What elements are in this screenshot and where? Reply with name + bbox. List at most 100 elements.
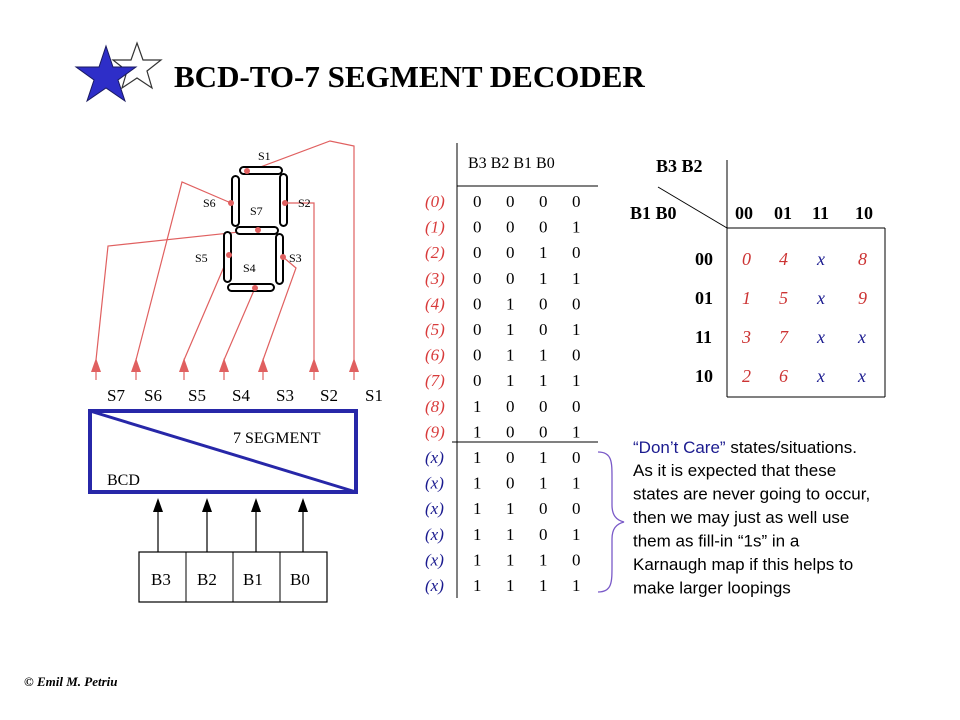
input-label: B3: [151, 570, 171, 589]
kmap-cell: 0: [742, 249, 751, 269]
kmap-cell: 2: [742, 366, 751, 386]
input-label: B2: [197, 570, 217, 589]
segment-label-s7: S7: [250, 204, 263, 218]
truth-table-bit: 0: [506, 397, 515, 416]
truth-table-bit: 0: [572, 397, 581, 416]
truth-table-header: B3 B2 B1 B0: [468, 155, 555, 172]
note-line: them as fill-in “1s” in a: [633, 532, 800, 551]
segment-label-s3: S3: [289, 251, 302, 265]
kmap-cell: x: [816, 249, 825, 269]
kmap-cell: x: [816, 366, 825, 386]
truth-table-bit: 0: [539, 525, 548, 544]
kmap-cell: 9: [858, 288, 867, 308]
input-bits-box: B3 B2 B1 B0: [138, 551, 328, 603]
kmap-column-header: 01: [774, 203, 792, 223]
truth-table-bit: 0: [506, 448, 515, 467]
note-line: As it is expected that these: [633, 461, 836, 480]
truth-table-bit: 1: [539, 346, 548, 365]
truth-table-row-index: (7): [425, 371, 445, 390]
truth-table-bit: 1: [539, 550, 548, 569]
kmap-cell: 7: [779, 327, 789, 347]
input-label: B1: [243, 570, 263, 589]
truth-table-row-index: (x): [425, 448, 444, 467]
kmap-column-header: 11: [812, 203, 829, 223]
kmap-cell: 1: [742, 288, 751, 308]
kmap-cell: 8: [858, 249, 867, 269]
input-arrows: [153, 498, 308, 552]
segment-label-s5: S5: [195, 251, 208, 265]
page-title: BCD-TO-7 SEGMENT DECODER: [174, 59, 645, 94]
truth-table-bit: 1: [506, 525, 515, 544]
truth-table-bit: 0: [539, 218, 548, 237]
truth-table-bit: 1: [473, 525, 482, 544]
seven-segment-display: S1 S2 S3 S4 S5 S6 S7: [95, 140, 355, 361]
truth-table-bit: 1: [506, 499, 515, 518]
segment-wires: [95, 140, 355, 361]
truth-table-bit: 1: [506, 294, 515, 313]
note-line: states are never going to occur,: [633, 485, 870, 504]
truth-table-row-index: (x): [425, 525, 444, 544]
decoder-label-top: 7 SEGMENT: [233, 430, 321, 447]
dont-care-brace: [597, 451, 625, 593]
truth-table-bit: 1: [539, 371, 548, 390]
input-label: B0: [290, 570, 310, 589]
truth-table-bit: 0: [506, 218, 515, 237]
truth-table-bit: 1: [572, 218, 581, 237]
truth-table-bit: 0: [473, 218, 482, 237]
output-label: S6: [144, 386, 162, 405]
truth-table-bit: 1: [572, 576, 581, 595]
truth-table-bit: 1: [572, 422, 581, 441]
kmap-cell: 4: [779, 249, 788, 269]
truth-table-bit: 1: [473, 550, 482, 569]
truth-table-bit: 1: [473, 422, 482, 441]
segment-label-s4: S4: [243, 261, 256, 275]
note-line: make larger loopings: [633, 579, 791, 598]
truth-table-row-index: (9): [425, 422, 445, 441]
truth-table-bit: 1: [506, 320, 515, 339]
truth-table-row-index: (x): [425, 474, 444, 493]
truth-table-bit: 0: [539, 499, 548, 518]
output-label: S1: [365, 386, 383, 405]
truth-table-bit: 1: [473, 576, 482, 595]
kmap-cell: 3: [741, 327, 751, 347]
author-credit: © Emil M. Petriu: [24, 674, 118, 689]
kmap-cell: x: [816, 327, 825, 347]
truth-table-bit: 0: [506, 192, 515, 211]
truth-table-bit: 1: [473, 499, 482, 518]
truth-table-bit: 1: [572, 269, 581, 288]
truth-table-bit: 0: [572, 243, 581, 262]
segment-label-s2: S2: [298, 196, 311, 210]
note-first-line: “Don’t Care” states/situations.: [633, 438, 857, 457]
truth-table-bit: 1: [473, 397, 482, 416]
truth-table-bit: 1: [539, 269, 548, 288]
note-first-rest: states/situations.: [726, 438, 857, 457]
truth-table-row-index: (8): [425, 397, 445, 416]
truth-table-row-index: (x): [425, 576, 444, 595]
truth-table-bit: 1: [506, 371, 515, 390]
kmap-row-variables: B1 B0: [630, 203, 677, 223]
truth-table-bit: 0: [473, 294, 482, 313]
decoder-block: 7 SEGMENT BCD: [88, 409, 358, 494]
output-label: S3: [276, 386, 294, 405]
truth-table-bit: 1: [572, 320, 581, 339]
output-label: S4: [232, 386, 250, 405]
truth-table-bit: 0: [572, 499, 581, 518]
segment-s1: [239, 166, 283, 175]
segment-s2: [279, 173, 288, 227]
note-line: Karnaugh map if this helps to: [633, 555, 853, 574]
truth-table-bit: 1: [539, 243, 548, 262]
truth-table-bit: 0: [473, 243, 482, 262]
decoder-label-bottom: BCD: [107, 472, 140, 489]
segment-label-s6: S6: [203, 196, 216, 210]
truth-table-bit: 0: [539, 294, 548, 313]
truth-table-bit: 0: [473, 192, 482, 211]
output-arrows: [91, 358, 359, 380]
star-logo-icon: [74, 41, 163, 103]
kmap-cell: 5: [779, 288, 788, 308]
segment-s4: [227, 283, 275, 292]
truth-table-row-index: (5): [425, 320, 445, 339]
output-label: S7: [107, 386, 125, 405]
